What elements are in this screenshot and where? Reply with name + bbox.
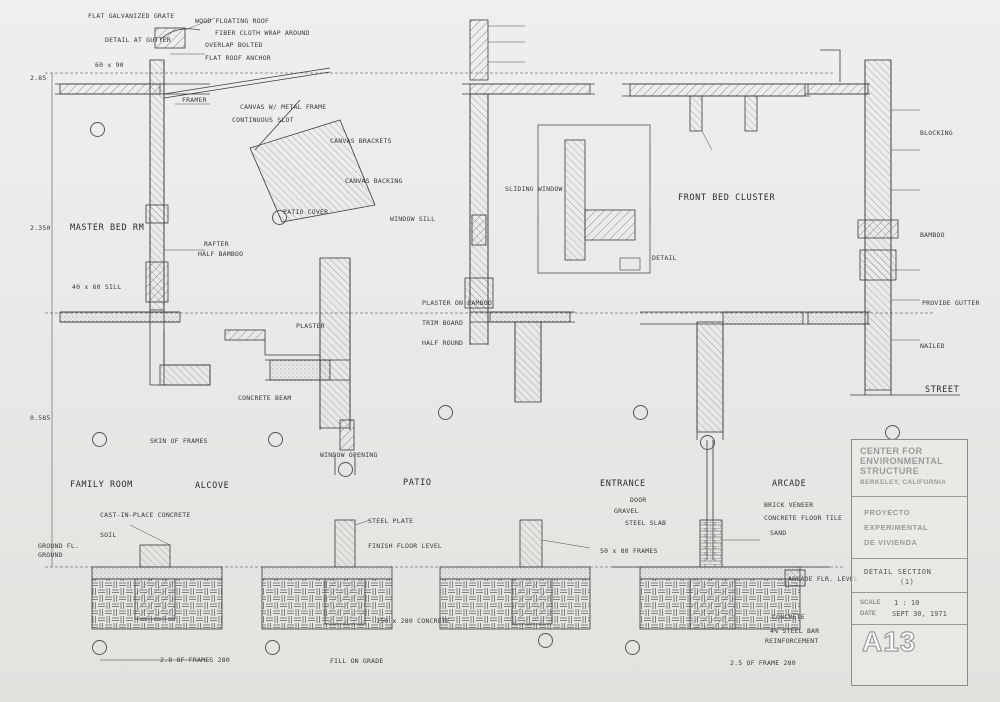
annotation: PATIO COVER [283,208,329,216]
annotation: HALF BAMBOO [198,250,244,258]
level-marker: 2.350 [30,224,51,232]
date-label: DATE [860,611,876,617]
detail-callout [633,405,648,420]
annotation: CONCRETE BEAM [238,394,292,402]
project-line-1: PROYECTO [864,508,910,517]
annotation: SKIN OF FRAMES [150,437,208,445]
annotation: BLOCKING [920,129,953,137]
annotation: CAST-IN-PLACE CONCRETE [100,511,191,519]
detail-callout [268,432,283,447]
annotation: DETAIL [652,254,677,262]
detail-callout [885,425,900,440]
annotation: 4% STEEL BAR [770,627,820,635]
level-marker: 2.85 [30,74,47,82]
annotation: WINDOW SILL [390,215,436,223]
annotation: FIBER CLOTH WRAP AROUND [215,29,310,37]
annotation: 2.8 OF FRAMES 280 [160,656,230,664]
detail-callout [272,210,287,225]
annotation: RAFTER [204,240,229,248]
annotation: CONCRETE [772,613,805,621]
annotation: REINFORCEMENT [765,637,819,645]
annotation: CONTINUOUS SLOT [232,116,294,124]
detail-callout [92,432,107,447]
level-marker: GROUND FL. [38,542,80,550]
sheet-subtitle: (1) [900,578,915,586]
sheet-number: A13 [861,625,917,657]
org-line-3: STRUCTURE [860,466,920,476]
annotation: CONCRETE FLOOR TILE [764,514,843,522]
annotation: BRICK VENEER [764,501,814,509]
sheet-title: DETAIL SECTION [864,568,932,576]
annotation: OVERLAP BOLTED [205,41,263,49]
annotation: DETAIL AT GUTTER [105,36,171,44]
annotation: FLAT GALVANIZED GRATE [88,12,175,20]
annotation: TRIM BOARD [422,319,464,327]
title-alcove: ALCOVE [195,481,230,491]
project-line-3: DE VIVIENDA [864,538,918,547]
annotation: 60 x 90 [95,61,124,69]
org-line-1: CENTER FOR [860,446,923,456]
annotation: GROUND [38,551,63,559]
level-marker: 0.585 [30,414,51,422]
annotation: NAILED [920,342,945,350]
annotation: PROVIDE GUTTER [922,299,980,307]
annotation: FILL ON GRADE [330,657,384,665]
annotation: PLASTER [296,322,325,330]
detail-callout [438,405,453,420]
scale-value: 1 : 10 [894,599,920,607]
annotation: 50 x 80 FRAMES [600,547,658,555]
annotation: PLASTER ON BAMBOO [422,299,492,307]
annotation: ARCADE FLR. LEVEL [788,575,858,583]
detail-callout [265,640,280,655]
annotation: FLAT ROOF ANCHOR [205,54,271,62]
detail-callout [92,640,107,655]
annotation: SOIL [100,531,117,539]
annotation: DOOR [630,496,647,504]
title-patio: PATIO [403,478,432,488]
title-street: STREET [925,385,960,395]
title-block: CENTER FOR ENVIRONMENTAL STRUCTURE BERKE… [851,439,968,686]
annotation: 2.5 OF FRAME 280 [730,659,796,667]
annotation: CANVAS BACKING [345,177,403,185]
annotation: BAMBOO [920,231,945,239]
annotation: FINISH FLOOR LEVEL [368,542,443,550]
title-master-bedroom: MASTER BED RM [70,223,145,233]
title-family-room: FAMILY ROOM [70,480,133,490]
detail-callout [625,640,640,655]
date-value: SEPT 30, 1971 [892,610,947,618]
annotation: WINDOW OPENING [320,451,378,459]
detail-callout [338,462,353,477]
org-line-2: ENVIRONMENTAL [860,456,944,466]
detail-callout [700,435,715,450]
annotation: GRAVEL [614,507,639,515]
annotation: SAND [770,529,787,537]
annotation: CANVAS W/ METAL FRAME [240,103,327,111]
annotation: STEEL PLATE [368,517,414,525]
scale-label: SCALE [860,600,881,606]
annotation: 40 x 60 SILL [72,283,122,291]
annotation: SLIDING WINDOW [505,185,563,193]
title-entrance: ENTRANCE [600,479,646,489]
annotation: HALF ROUND [422,339,464,347]
annotation: STEEL SLAB [625,519,667,527]
project-line-2: EXPERIMENTAL [864,523,929,532]
annotation: FRAMER [182,96,207,104]
detail-callout [90,122,105,137]
annotation: WOOD FLOATING ROOF [195,17,270,25]
title-front-bed-cluster: FRONT BED CLUSTER [678,193,776,203]
org-city: BERKELEY, CALIFORNIA [860,479,947,486]
annotation: 150 x 280 CONCRETE [376,617,451,625]
detail-callout [538,633,553,648]
title-arcade: ARCADE [772,479,807,489]
annotation: CANVAS BRACKETS [330,137,392,145]
